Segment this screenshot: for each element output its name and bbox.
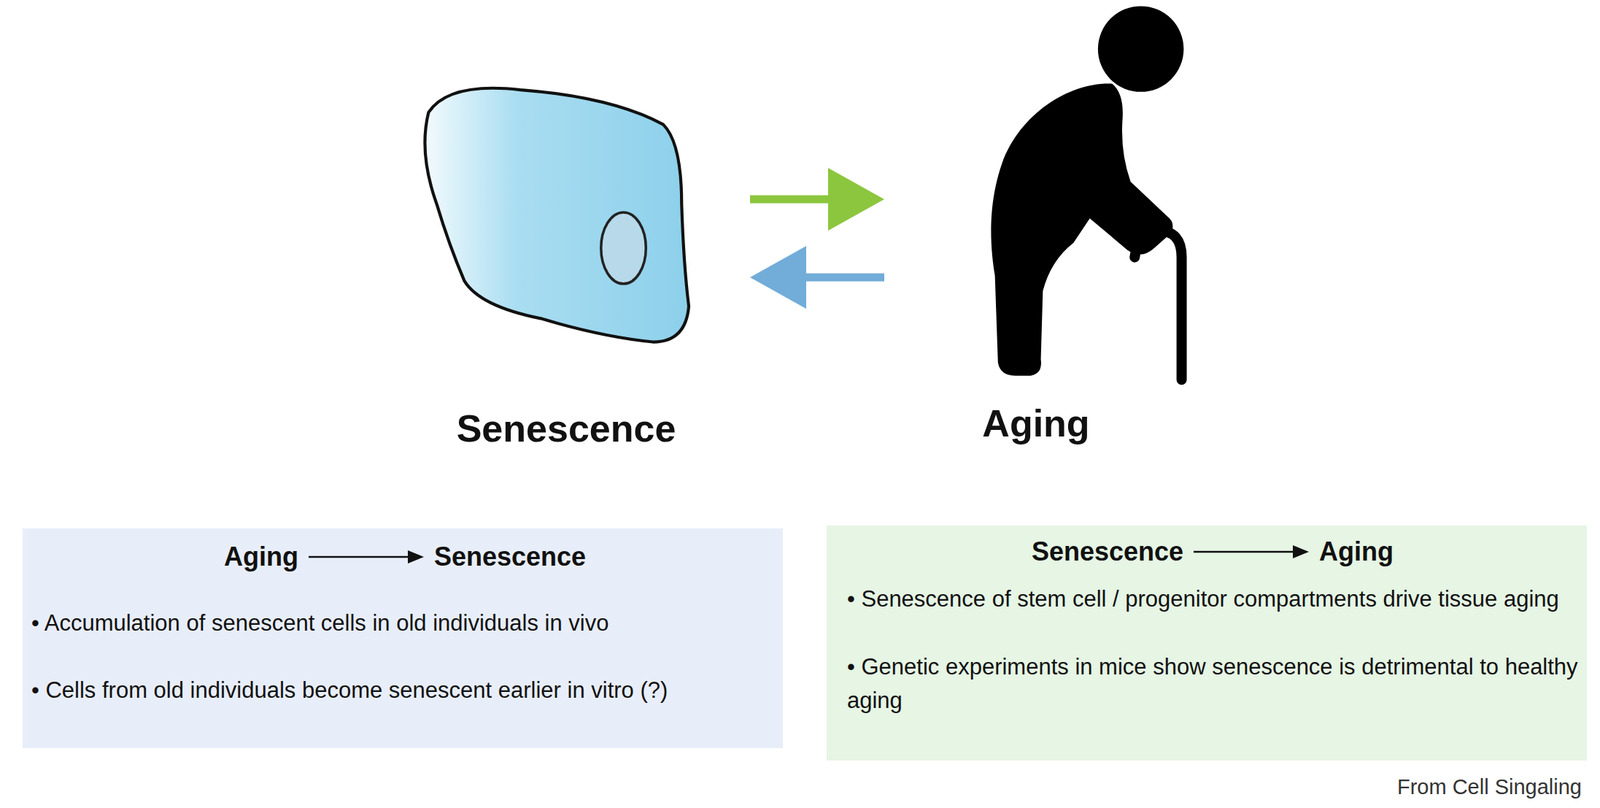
bullet-text: • Accumulation of senescent cells in old… xyxy=(31,606,779,640)
panel-heading: Aging Senescence xyxy=(31,541,779,573)
node-label: Aging xyxy=(897,400,1175,446)
heading-arrow xyxy=(304,547,429,566)
arrow-head xyxy=(1292,545,1309,559)
cell-nucleus xyxy=(601,212,647,284)
bullet-text: • Genetic experiments in mice show senes… xyxy=(847,650,1579,718)
heading-arrow xyxy=(1189,542,1314,561)
person-head xyxy=(1098,5,1184,92)
arrow-head xyxy=(750,245,807,309)
evidence-panel: Aging Senescence • Accumulation of senesce… xyxy=(22,528,783,748)
bullet-text: • Senescence of stem cell / progenitor c… xyxy=(847,582,1579,616)
heading-text: Aging xyxy=(1319,536,1394,567)
arrow-shaft xyxy=(308,555,411,559)
arrow-shaft xyxy=(750,195,830,204)
node-label: Senescence xyxy=(393,405,739,451)
evidence-panel: Senescence Aging • Senescence of stem cell… xyxy=(826,525,1587,761)
arrow-shaft xyxy=(804,273,885,282)
heading-text: Senescence xyxy=(434,541,586,573)
source-credit: From Cell Singaling xyxy=(1397,774,1582,799)
arrow-connector xyxy=(750,167,885,231)
arrow-head xyxy=(407,550,424,564)
cell-body xyxy=(424,88,689,343)
heading-text: Senescence xyxy=(1031,536,1184,567)
illustration-node: Aging xyxy=(897,0,1204,460)
bullet-text: • Cells from old individuals become sene… xyxy=(31,673,779,707)
panel-heading: Senescence Aging xyxy=(847,536,1579,567)
arrow-head xyxy=(828,167,885,231)
arrow-connector xyxy=(750,245,885,309)
illustration-node: Senescence xyxy=(393,72,737,460)
heading-text: Aging xyxy=(223,541,299,573)
arrow-shaft xyxy=(1193,550,1296,554)
walking-cane xyxy=(1134,230,1182,380)
